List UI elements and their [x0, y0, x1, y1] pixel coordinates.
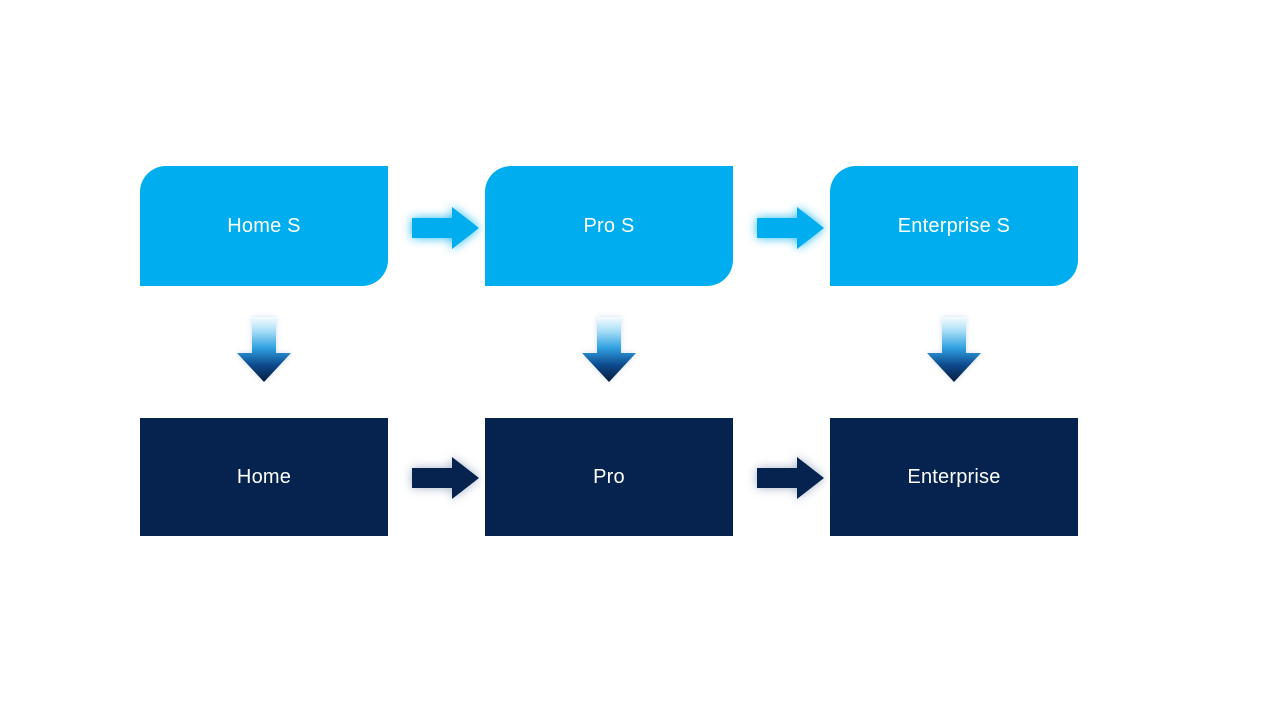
node-home[interactable]: Home	[140, 418, 388, 536]
node-enterprise-s[interactable]: Enterprise S	[830, 166, 1078, 286]
down-arrow-icon	[927, 317, 981, 382]
node-enterprise-label: Enterprise	[907, 465, 1001, 488]
node-home-label: Home	[236, 465, 292, 488]
down-arrow-icon	[237, 317, 291, 382]
down-arrow-icon	[582, 317, 636, 382]
right-arrow-icon	[412, 457, 479, 499]
node-enterprise[interactable]: Enterprise	[830, 418, 1078, 536]
node-pro-s-label: Pro S	[583, 214, 635, 237]
right-arrow-icon	[757, 457, 824, 499]
right-arrow-icon	[412, 207, 479, 249]
node-pro[interactable]: Pro	[485, 418, 733, 536]
node-home-s-label: Home S	[227, 214, 301, 237]
node-pro-label: Pro	[593, 465, 625, 488]
right-arrow-icon	[757, 207, 824, 249]
node-pro-s[interactable]: Pro S	[485, 166, 733, 286]
node-home-s[interactable]: Home S	[140, 166, 388, 286]
node-enterprise-s-label: Enterprise S	[897, 214, 1011, 237]
